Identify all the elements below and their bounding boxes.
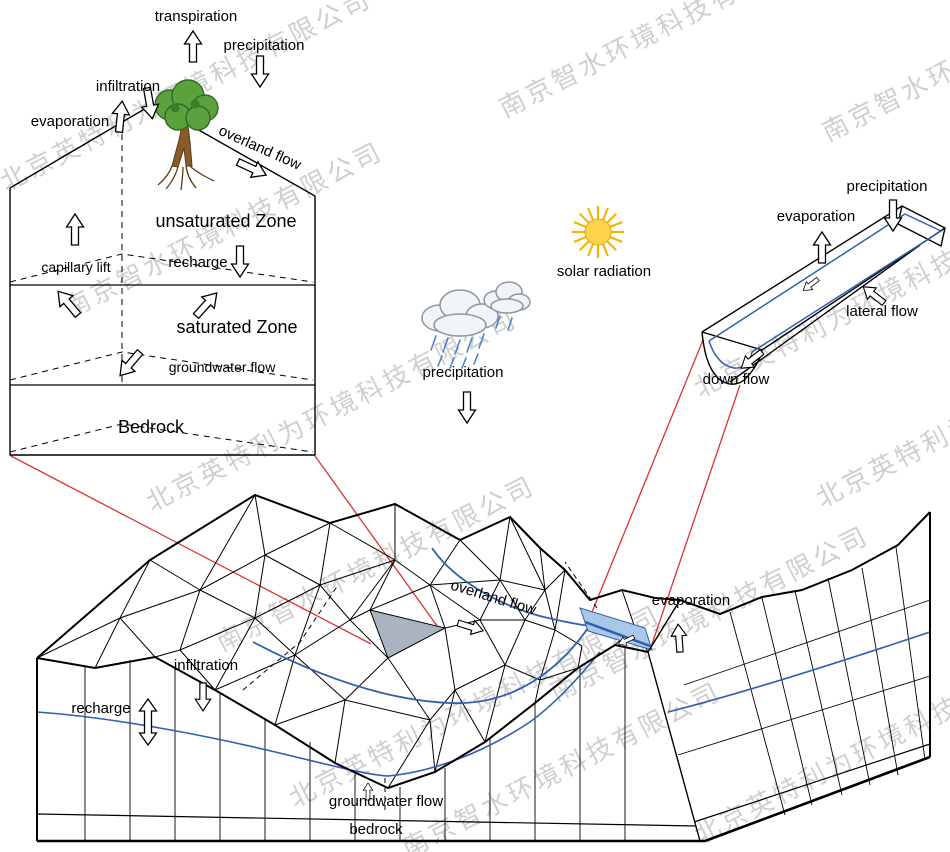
terrain-infiltration-label: infiltration (174, 657, 238, 674)
sun-disc (584, 218, 612, 246)
precipitation-label: precipitation (423, 364, 504, 381)
callout-line (10, 455, 372, 645)
tree-foliage (154, 79, 219, 131)
watermark-text: 南京智水环境科技有限公司 (817, 0, 950, 147)
highlighted-tin-element (369, 609, 447, 659)
water-table-right (667, 631, 931, 713)
terrain-front-edge (36, 643, 649, 790)
terrain-bedrock-label: bedrock (349, 821, 403, 838)
precipitation-label: precipitation (224, 37, 305, 54)
capillary-lift-label: capillary lift (41, 259, 110, 275)
front-face-grid (84, 646, 626, 841)
terrain-bottom-edges (37, 755, 931, 843)
bedrock-line (36, 743, 931, 827)
callout-lines (10, 339, 741, 651)
right-face-grid (677, 546, 931, 816)
terrain-skyline (36, 493, 931, 659)
terrain-groundwater-flow-label: groundwater flow (329, 793, 443, 810)
soil-column-hidden-edges (9, 112, 314, 453)
tree-roots (157, 165, 215, 191)
evaporation-label: evaporation (31, 113, 109, 130)
precipitation-arrow-icon (457, 391, 477, 424)
stream-network (252, 547, 591, 704)
recharge-label: recharge (168, 254, 227, 271)
groundwater-flow-label: groundwater flow (169, 359, 277, 375)
tree-icon (154, 79, 219, 191)
saturated-zone-label: saturated Zone (176, 317, 297, 337)
unsaturated-zone-label: unsaturated Zone (155, 211, 296, 231)
rain-cloud-icon (421, 281, 531, 369)
callout-line (314, 455, 441, 631)
channel-water-lines (708, 213, 942, 369)
cloud-puffs (421, 281, 531, 337)
stream-main-stem (584, 620, 651, 648)
sun-icon (572, 206, 624, 258)
tin-mesh (36, 494, 649, 789)
lateral-flow-label: lateral flow (846, 303, 918, 320)
solar-radiation-label: solar radiation (557, 263, 651, 280)
stream-tributary-north (431, 547, 591, 627)
water-table-lines (36, 631, 931, 777)
channel-flow-arrow-icon (799, 274, 822, 295)
channel-precipitation-label: precipitation (847, 178, 928, 195)
channel-outline (701, 204, 946, 385)
evaporation-arrow-icon (812, 231, 832, 264)
rain-streaks (430, 315, 513, 369)
channel-evaporation-label: evaporation (777, 208, 855, 225)
soil-column-outline (9, 103, 316, 456)
bedrock-label: Bedrock (118, 417, 185, 437)
water-table-front (36, 651, 601, 777)
recharge-arrow-icon (230, 245, 250, 278)
channel-detail: precipitation evaporation lateral flow d… (701, 178, 946, 388)
capillary-rise-arrow-icon (65, 213, 85, 246)
callout-line (649, 384, 741, 651)
callout-line (591, 339, 704, 613)
watermark-text: 南京智水环境科技有限公司 (494, 0, 823, 123)
recharge-double-arrow-icon (138, 698, 158, 746)
terrain-left-right-edges (36, 512, 931, 841)
transpiration-label: transpiration (155, 8, 238, 25)
groundwater-flow-arrow-icon (112, 345, 148, 382)
down-flow-label: down flow (703, 371, 770, 388)
soil-zone-boundaries (10, 284, 315, 386)
tree-trunk (171, 125, 193, 168)
atmosphere: solar radiation (421, 206, 651, 424)
terrain-evaporation-label: evaporation (652, 592, 730, 609)
foliage-detail (190, 99, 200, 109)
stream-tributary-west (252, 627, 589, 704)
foliage-detail (170, 103, 180, 113)
terrain-recharge-label: recharge (71, 700, 130, 717)
terrain-corner-edges (647, 599, 701, 842)
soil-column-detail: transpiration precipitation infiltration… (9, 8, 316, 456)
terrain-overland-flow-label: overland flow (449, 577, 539, 619)
transpiration-arrow-icon (183, 30, 203, 63)
infiltration-label: infiltration (96, 78, 160, 95)
